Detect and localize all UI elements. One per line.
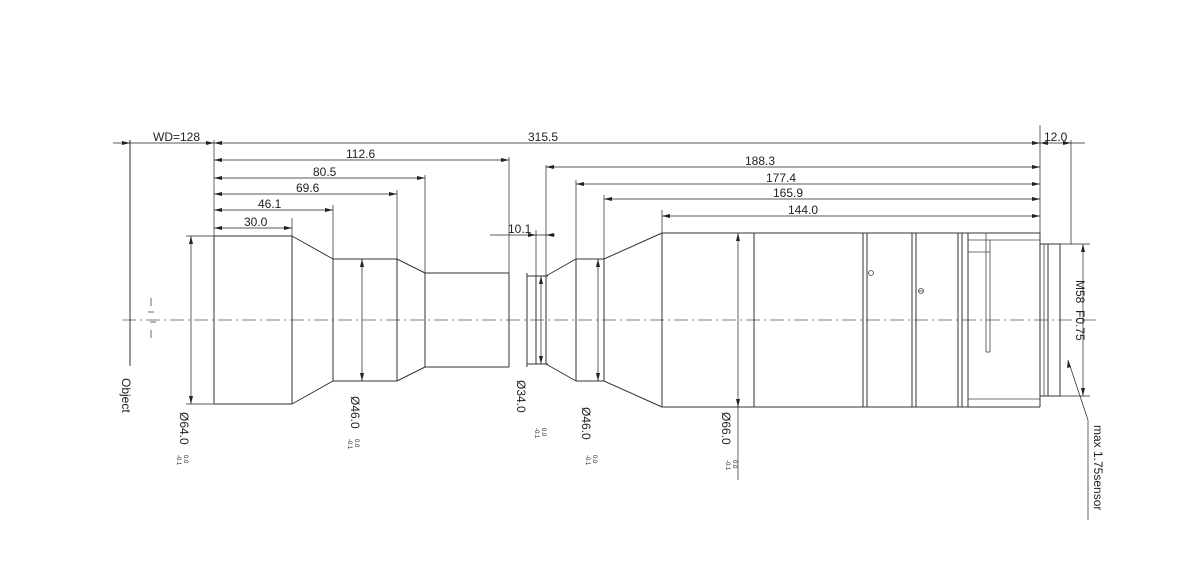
arrow-head bbox=[736, 399, 740, 407]
arrow-head bbox=[1040, 141, 1048, 145]
arrow-head bbox=[1032, 214, 1040, 218]
dim-112-6: 112.6 bbox=[346, 147, 375, 161]
arrow-head bbox=[360, 259, 364, 267]
arrow-head bbox=[1032, 141, 1040, 145]
arrow-head bbox=[1067, 360, 1071, 368]
arrow-head bbox=[389, 192, 397, 196]
arrow-head bbox=[662, 214, 670, 218]
arrow-head bbox=[1063, 141, 1071, 145]
dim-12-0: 12.0 bbox=[1044, 130, 1068, 144]
diameter-value: Ø64.0 bbox=[177, 412, 191, 445]
dia-46-b-label: Ø46.0 0.0 -0.1 bbox=[579, 407, 597, 466]
diameter-value: Ø34.0 bbox=[514, 380, 528, 413]
extension-lines bbox=[213, 125, 1072, 276]
arrow-head bbox=[214, 158, 222, 162]
dim-10-1: 10.1 bbox=[508, 222, 532, 236]
dim-144-0: 144.0 bbox=[788, 203, 818, 217]
tolerance-lower: -0.1 bbox=[533, 428, 539, 439]
arrow-head bbox=[596, 373, 600, 381]
arrow-head bbox=[214, 192, 222, 196]
arrow-head bbox=[214, 226, 222, 230]
arrow-head bbox=[539, 356, 543, 364]
dim-80-5: 80.5 bbox=[313, 165, 337, 179]
arrow-head bbox=[214, 208, 222, 212]
arrow-head bbox=[576, 182, 584, 186]
dim-188-3: 188.3 bbox=[745, 154, 775, 168]
tolerance-lower: -0.1 bbox=[175, 455, 181, 466]
wd-label: WD=128 bbox=[153, 130, 200, 144]
arrow-head bbox=[360, 373, 364, 381]
dim-69-6: 69.6 bbox=[296, 181, 320, 195]
arrow-head bbox=[214, 176, 222, 180]
arrow-head bbox=[736, 233, 740, 241]
arrow-head bbox=[1081, 388, 1085, 396]
dim-177-4: 177.4 bbox=[766, 171, 796, 185]
arrow-head bbox=[284, 226, 292, 230]
arrow-head bbox=[546, 165, 554, 169]
dia-46-a-label: Ø46.0 0.0 -0.1 bbox=[346, 396, 362, 450]
arrow-head bbox=[604, 197, 612, 201]
arrow-head bbox=[1032, 165, 1040, 169]
arrow-head bbox=[189, 396, 193, 404]
tolerance-upper: 0.0 bbox=[353, 439, 359, 448]
tolerance-lower: -0.1 bbox=[724, 460, 730, 471]
tolerance-upper: 0.0 bbox=[182, 455, 188, 464]
dia-66-label: Ø66.0 0.0 -0.1 bbox=[719, 412, 737, 471]
arrow-head bbox=[1032, 182, 1040, 186]
arrow-head bbox=[528, 233, 536, 237]
arrow-head bbox=[122, 141, 130, 145]
arrow-head bbox=[189, 236, 193, 244]
flange-label: F0.75 bbox=[1073, 310, 1087, 341]
dia-34-label: Ø34.0 0.0 -0.1 bbox=[514, 380, 546, 439]
sensor-leader bbox=[1067, 359, 1089, 421]
arrow-head bbox=[1032, 197, 1040, 201]
dim-315-5: 315.5 bbox=[528, 130, 558, 144]
lens-body bbox=[213, 232, 1061, 408]
tolerance-lower: -0.1 bbox=[584, 455, 590, 466]
dia-64-label: Ø64.0 0.0 -0.1 bbox=[175, 412, 191, 466]
arrow-head bbox=[1081, 244, 1085, 252]
dim-30-0: 30.0 bbox=[244, 215, 268, 229]
arrow-head bbox=[417, 176, 425, 180]
tolerance-upper: 0.0 bbox=[591, 455, 597, 464]
sensor-label: max 1.75sensor bbox=[1091, 425, 1105, 510]
arrow-head bbox=[325, 208, 333, 212]
tolerance-lower: -0.1 bbox=[346, 439, 352, 450]
dim-165-9: 165.9 bbox=[773, 186, 803, 200]
diameter-value: Ø66.0 bbox=[719, 412, 733, 445]
arrow-head bbox=[206, 141, 214, 145]
arrow-head bbox=[539, 276, 543, 284]
tolerance-upper: 0.0 bbox=[731, 460, 737, 469]
dim-46-1: 46.1 bbox=[258, 197, 282, 211]
diameter-value: Ø46.0 bbox=[579, 407, 593, 440]
arrow-head bbox=[546, 233, 554, 237]
arrow-head bbox=[214, 141, 222, 145]
mount-label: M58 bbox=[1073, 280, 1087, 304]
arrow-head bbox=[596, 259, 600, 267]
diameter-value: Ø46.0 bbox=[348, 396, 362, 429]
object-label: Object bbox=[119, 378, 133, 413]
tolerance-upper: 0.0 bbox=[540, 428, 546, 437]
arrow-head bbox=[501, 158, 509, 162]
